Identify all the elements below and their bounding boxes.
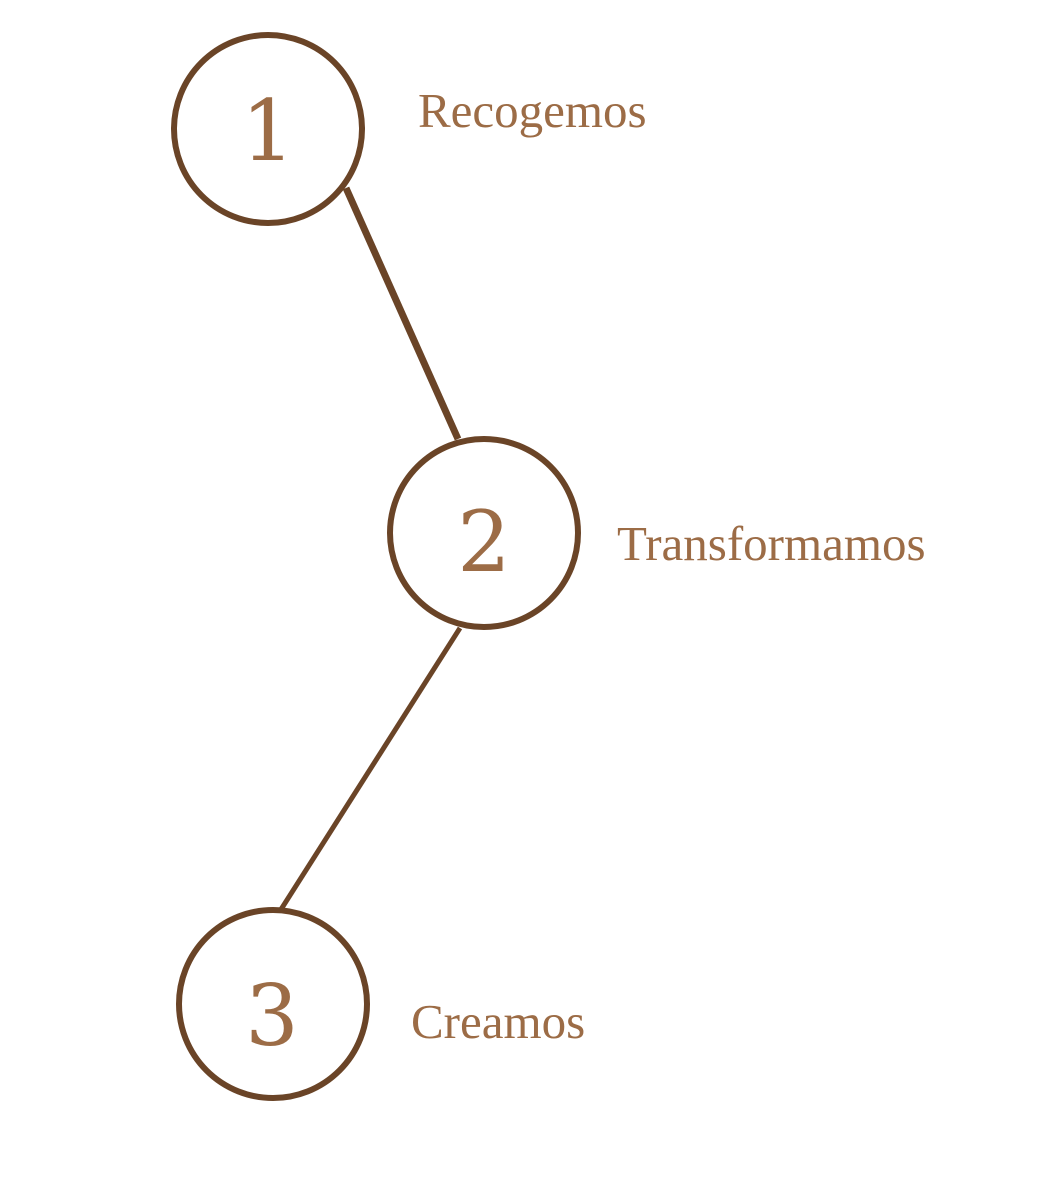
connector-2-3 xyxy=(277,626,463,913)
step-3-number: 3 xyxy=(245,967,298,1065)
step-3-label: Creamos xyxy=(411,994,585,1049)
connector-1-2 xyxy=(342,186,462,441)
step-2-number: 2 xyxy=(457,493,510,591)
step-1-label: Recogemos xyxy=(418,83,647,138)
step-3: 3 Creamos xyxy=(176,907,585,1101)
step-1: 1 Recogemos xyxy=(171,32,647,226)
step-2-circle xyxy=(387,436,581,630)
step-3-circle xyxy=(176,907,370,1101)
step-2-label: Transformamos xyxy=(617,516,926,571)
step-1-circle xyxy=(171,32,365,226)
step-2: 2 Transformamos xyxy=(387,436,926,630)
step-1-number: 1 xyxy=(241,82,294,180)
